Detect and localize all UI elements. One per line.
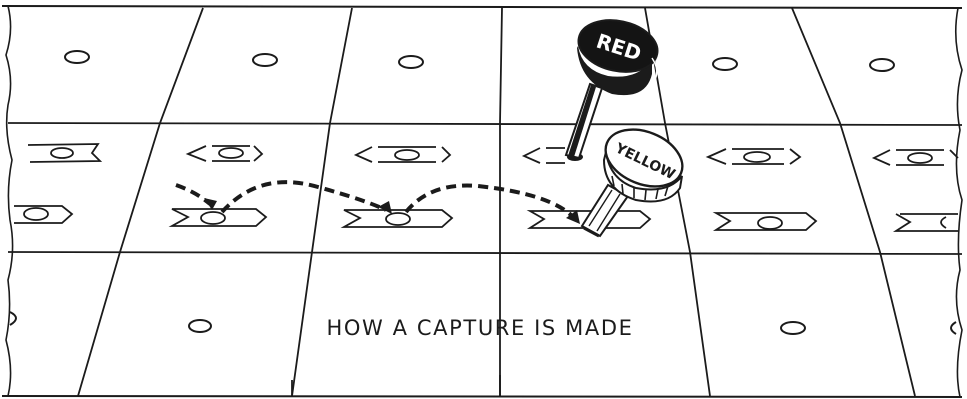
arrow-hole [353,146,452,163]
middle-row-holes [14,143,959,232]
arrow-hole [705,148,802,165]
top-row-holes [64,50,895,72]
arrow-hole [14,205,74,224]
capture-path [175,180,580,224]
arrow-hole [168,208,268,227]
yellow-peg: YELLOW [580,128,684,238]
arrow-hole [526,210,652,229]
bottom-row-holes [9,311,957,335]
arrow-hole [892,213,958,232]
arrow-hole [185,145,264,162]
arrow-hole [340,209,454,228]
diagram-caption: HOW A CAPTURE IS MADE [327,316,634,340]
board-grid-horizontal [7,122,963,255]
arrow-hole [871,149,959,166]
arrow-hole [712,212,818,231]
red-peg: RED [564,19,659,161]
board-outline [1,5,963,398]
arrow-hole [27,143,103,163]
arrow-hole [521,147,565,164]
